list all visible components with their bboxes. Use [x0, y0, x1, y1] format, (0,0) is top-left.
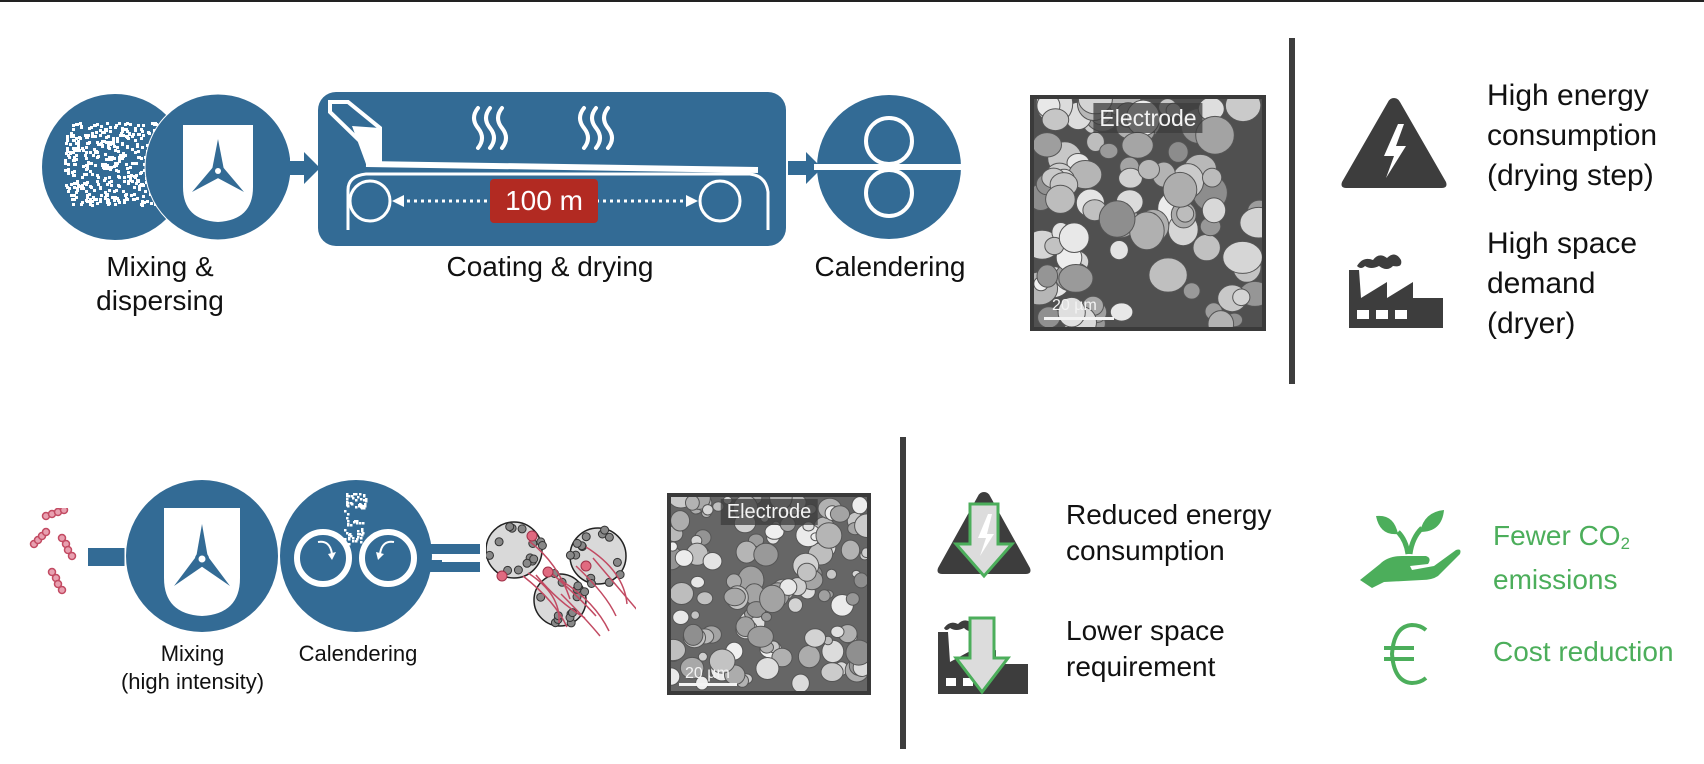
euro-icon [1384, 622, 1428, 686]
binder-particles-icon [29, 508, 77, 595]
powder-feed-icon [344, 493, 368, 546]
scale-bar [679, 683, 737, 686]
reduced-energy-icon [937, 492, 1031, 579]
scale-bar [1044, 317, 1114, 320]
drawback-energy-text: High energy consumption (drying step) [1487, 79, 1658, 192]
benefit-co2-main: Fewer CO [1493, 520, 1621, 551]
factory-icon [1349, 254, 1443, 328]
process-arrow-icon [286, 152, 320, 184]
benefit-cost-text: Cost reduction [1493, 636, 1674, 667]
fibrillated-binder-particles-icon [486, 521, 636, 637]
step-label-calendering: Calendering [298, 641, 418, 666]
sem-title: Electrode [720, 499, 818, 525]
step-label-coating-drying: Coating & drying [446, 251, 654, 282]
step-label-mixing-dispersing: Mixing & dispersing [96, 251, 224, 316]
right-roll-icon [359, 529, 417, 587]
benefit-co2-after: emissions [1493, 564, 1618, 596]
top-border [0, 0, 1704, 2]
rotation-arrow-icon [317, 540, 333, 555]
section-divider [900, 437, 906, 749]
roller-left-icon [348, 179, 392, 223]
plant-in-hand-icon [1360, 510, 1461, 588]
step-label-mixing-high-intensity: Mixing (high intensity) [120, 641, 265, 694]
mixing-dispersing-icon [42, 93, 290, 241]
rotation-arrow-icon [379, 540, 395, 555]
dry-particles-micrograph [671, 497, 867, 691]
co2-subscript: 2 [1620, 534, 1630, 554]
drawback-space-text: High space demand (dryer) [1487, 227, 1638, 340]
particles-micrograph [1034, 99, 1262, 327]
lower-roll-icon [864, 168, 914, 218]
sem-title: Electrode [1093, 103, 1203, 133]
calendering-icon [814, 95, 964, 239]
scale-bar-label: 20 µm [685, 665, 730, 682]
advantage-energy-text: Reduced energy consumption [1066, 499, 1272, 566]
coating-drying-icon [318, 92, 786, 246]
distance-arrow-icon [392, 195, 698, 207]
sem-image-conventional: Electrode 20 µm [1030, 95, 1266, 331]
roller-right-icon [698, 179, 742, 223]
sem-image-dry: Electrode 20 µm [667, 493, 871, 695]
scale-bar-label: 20 µm [1052, 297, 1097, 314]
left-roll-icon [294, 529, 352, 587]
advantage-space-text: Lower space requirement [1066, 615, 1225, 682]
upper-roll-icon [864, 116, 914, 166]
step-label-calendering: Calendering [814, 251, 966, 282]
high-intensity-mixer-icon [126, 480, 278, 632]
section-divider [1289, 38, 1295, 384]
heat-icon [472, 106, 614, 150]
high-voltage-warning-icon [1341, 98, 1447, 188]
dry-calendering-icon [280, 480, 442, 632]
dryer-length-badge: 100 m [490, 179, 598, 223]
benefit-co2-text: Fewer CO2 emissions [1493, 518, 1630, 598]
reduced-space-icon [938, 616, 1028, 695]
output-equals-icon [426, 544, 480, 572]
